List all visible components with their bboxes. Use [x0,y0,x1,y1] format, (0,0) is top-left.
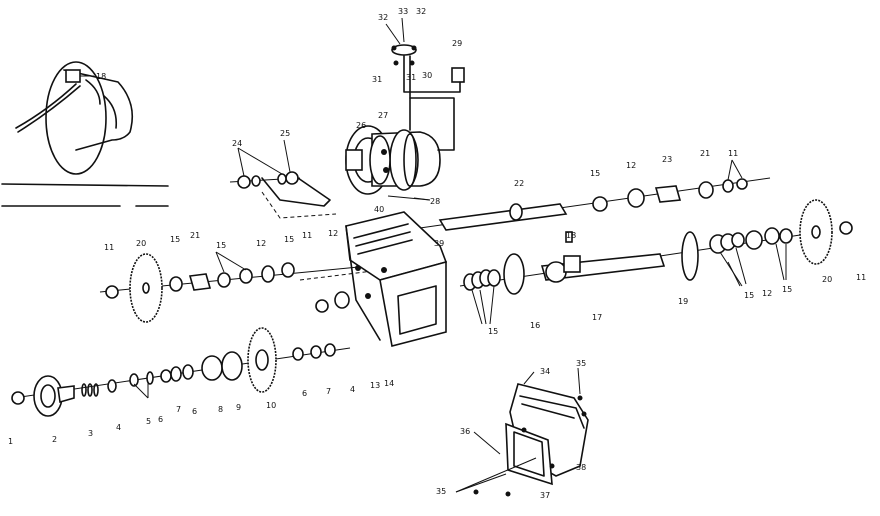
callout-21: 21 [190,231,200,240]
callout-18: 18 [96,72,106,81]
callout-13: 13 [370,381,380,390]
callout-30: 30 [422,71,432,80]
callout-36: 36 [460,427,470,436]
callout-14: 14 [384,379,394,388]
callout-16: 16 [530,321,540,330]
upper-shaft-22 [438,178,748,231]
callout-12: 12 [256,239,266,248]
callout-11: 11 [302,231,312,240]
callout-35: 35 [576,359,586,368]
right-drive [540,199,853,283]
callout-28: 28 [430,197,440,206]
callout-15: 15 [216,241,226,250]
callout-4: 4 [116,423,121,432]
callout-31: 31 [372,75,382,84]
callout-32: 32 [378,13,388,22]
callout-25: 25 [280,129,290,138]
callout-24: 24 [232,139,242,148]
bolt-assembly-24-25 [237,139,337,219]
bottom-axle [11,327,336,417]
callout-33: 33 [398,7,408,16]
callout-6: 6 [158,415,163,424]
callout-27: 27 [378,111,388,120]
callout-37: 37 [540,491,550,500]
inset-drum-detail [1,61,169,207]
lower-housing [455,367,589,497]
callout-2: 2 [52,435,57,444]
callout-19: 19 [678,297,688,306]
callout-20: 20 [136,239,146,248]
callout-15: 15 [488,327,498,336]
center-frame [345,211,448,347]
callout-6: 6 [192,407,197,416]
callout-38: 38 [576,463,586,472]
callout-39: 39 [434,239,444,248]
washer-stack-15-16 [463,253,525,325]
callout-22: 22 [514,179,524,188]
callout-35: 35 [436,487,446,496]
switch-assembly [385,17,465,151]
callout-6: 6 [302,389,307,398]
callout-21: 21 [700,149,710,158]
callout-17: 17 [592,313,602,322]
callout-5: 5 [146,417,151,426]
callout-18: 18 [566,231,576,240]
callout-11: 11 [728,149,738,158]
callout-7: 7 [326,387,331,396]
callout-15: 15 [590,169,600,178]
callout-12: 12 [626,161,636,170]
callout-11: 11 [104,243,114,252]
callout-4: 4 [350,385,355,394]
left-drive [105,253,350,323]
callout-11: 11 [856,273,866,282]
leader-lines [133,159,787,399]
callout-12: 12 [328,229,338,238]
callout-9: 9 [236,403,241,412]
callout-40: 40 [374,205,384,214]
callout-labels: 1 2 3 4 4 5 6 6 6 7 7 8 9 10 11 11 11 11… [8,7,866,500]
callout-8: 8 [218,405,223,414]
callout-15: 15 [170,235,180,244]
callout-34: 34 [540,367,550,376]
callout-10: 10 [266,401,276,410]
callout-20: 20 [822,275,832,284]
callout-31: 31 [406,73,416,82]
callout-3: 3 [88,429,93,438]
callout-15: 15 [284,235,294,244]
callout-32: 32 [416,7,426,16]
callout-23: 23 [662,155,672,164]
callout-12: 12 [762,289,772,298]
callout-7: 7 [176,405,181,414]
callout-29: 29 [452,39,462,48]
callout-26: 26 [356,121,366,130]
callout-15: 15 [782,285,792,294]
callout-15: 15 [744,291,754,300]
callout-1: 1 [8,437,13,446]
motor-assembly [345,125,441,201]
